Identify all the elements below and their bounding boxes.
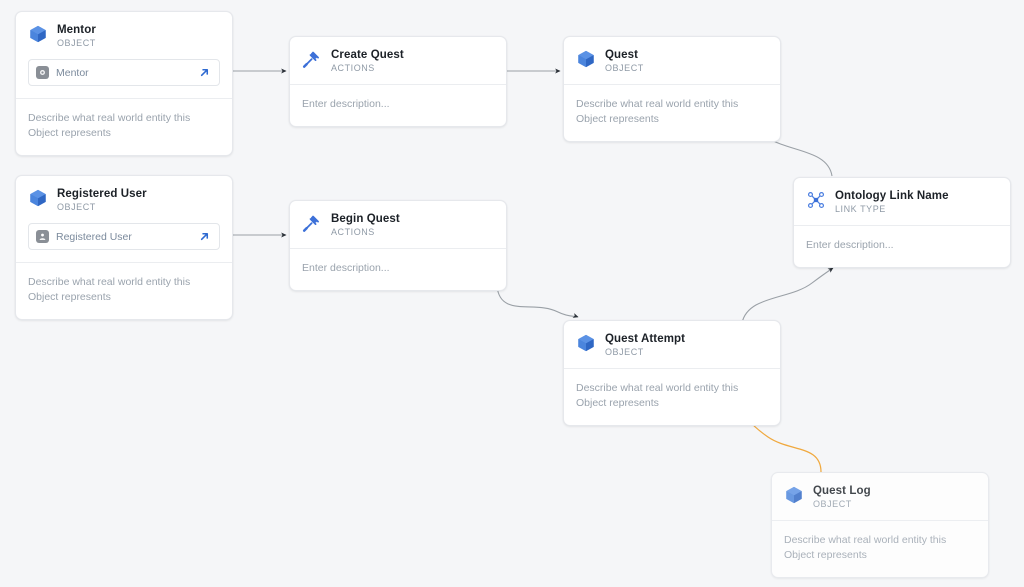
cube-icon — [578, 334, 594, 352]
node-description[interactable]: Describe what real world entity this Obj… — [576, 382, 739, 409]
node-header: Quest Attempt OBJECT — [564, 321, 780, 368]
chip-label: Mentor — [56, 66, 89, 79]
node-header: Ontology Link Name LINK TYPE — [794, 178, 1010, 225]
entity-chip-mentor[interactable]: Mentor — [28, 59, 220, 86]
open-external-icon[interactable] — [198, 66, 211, 79]
gavel-icon — [302, 215, 319, 232]
divider — [564, 84, 780, 85]
node-kind: OBJECT — [605, 63, 644, 73]
node-header: Quest Log OBJECT — [772, 473, 988, 520]
node-quest-log[interactable]: Quest Log OBJECT Describe what real worl… — [771, 472, 989, 578]
node-title: Begin Quest — [331, 213, 400, 225]
node-mentor[interactable]: Mentor OBJECT Mentor Describe what real … — [15, 11, 233, 156]
link-nodes-icon — [807, 191, 825, 209]
node-kind: LINK TYPE — [835, 204, 886, 214]
entity-chip-registered-user[interactable]: Registered User — [28, 223, 220, 250]
node-header: Begin Quest ACTIONS — [290, 201, 506, 248]
node-ontology-link-name[interactable]: Ontology Link Name LINK TYPE Enter descr… — [793, 177, 1011, 268]
chip-label: Registered User — [56, 230, 132, 243]
node-create-quest[interactable]: Create Quest ACTIONS Enter description..… — [289, 36, 507, 127]
open-external-icon[interactable] — [198, 230, 211, 243]
node-description[interactable]: Enter description... — [302, 98, 390, 110]
node-quest[interactable]: Quest OBJECT Describe what real world en… — [563, 36, 781, 142]
node-description[interactable]: Describe what real world entity this Obj… — [576, 98, 739, 125]
chip-row: Mentor — [16, 59, 232, 98]
node-title: Ontology Link Name — [835, 190, 949, 202]
divider — [564, 368, 780, 369]
node-description[interactable]: Describe what real world entity this Obj… — [784, 534, 947, 561]
divider — [290, 248, 506, 249]
cube-icon — [30, 25, 46, 43]
node-title: Quest — [605, 49, 639, 61]
node-description[interactable]: Enter description... — [302, 262, 390, 274]
node-kind: OBJECT — [57, 38, 96, 48]
edge-quest-attempt-to-ontology-link — [741, 267, 834, 324]
node-header: Mentor OBJECT — [16, 12, 232, 59]
divider — [794, 225, 1010, 226]
node-kind: ACTIONS — [331, 227, 375, 237]
node-kind: OBJECT — [813, 499, 852, 509]
divider — [772, 520, 988, 521]
node-header: Create Quest ACTIONS — [290, 37, 506, 84]
node-registered-user[interactable]: Registered User OBJECT Registered User — [15, 175, 233, 320]
entity-badge-icon — [36, 66, 49, 79]
user-badge-icon — [36, 230, 49, 243]
node-begin-quest[interactable]: Begin Quest ACTIONS Enter description... — [289, 200, 507, 291]
node-title: Mentor — [57, 24, 96, 36]
node-kind: OBJECT — [605, 347, 644, 357]
node-title: Create Quest — [331, 49, 404, 61]
chip-row: Registered User — [16, 223, 232, 262]
divider — [16, 262, 232, 263]
node-header: Registered User OBJECT — [16, 176, 232, 223]
node-kind: ACTIONS — [331, 63, 375, 73]
node-quest-attempt[interactable]: Quest Attempt OBJECT Describe what real … — [563, 320, 781, 426]
node-header: Quest OBJECT — [564, 37, 780, 84]
node-kind: OBJECT — [57, 202, 96, 212]
cube-icon — [786, 486, 802, 504]
node-description[interactable]: Describe what real world entity this Obj… — [28, 276, 191, 303]
node-description[interactable]: Describe what real world entity this Obj… — [28, 112, 191, 139]
divider — [290, 84, 506, 85]
cube-icon — [30, 189, 46, 207]
node-title: Registered User — [57, 188, 147, 200]
node-description[interactable]: Enter description... — [806, 239, 894, 251]
cube-icon — [578, 50, 594, 68]
edge-begin-quest-to-quest-attempt — [496, 285, 579, 318]
node-title: Quest Log — [813, 485, 871, 497]
gavel-icon — [302, 51, 319, 68]
node-title: Quest Attempt — [605, 333, 686, 345]
divider — [16, 98, 232, 99]
